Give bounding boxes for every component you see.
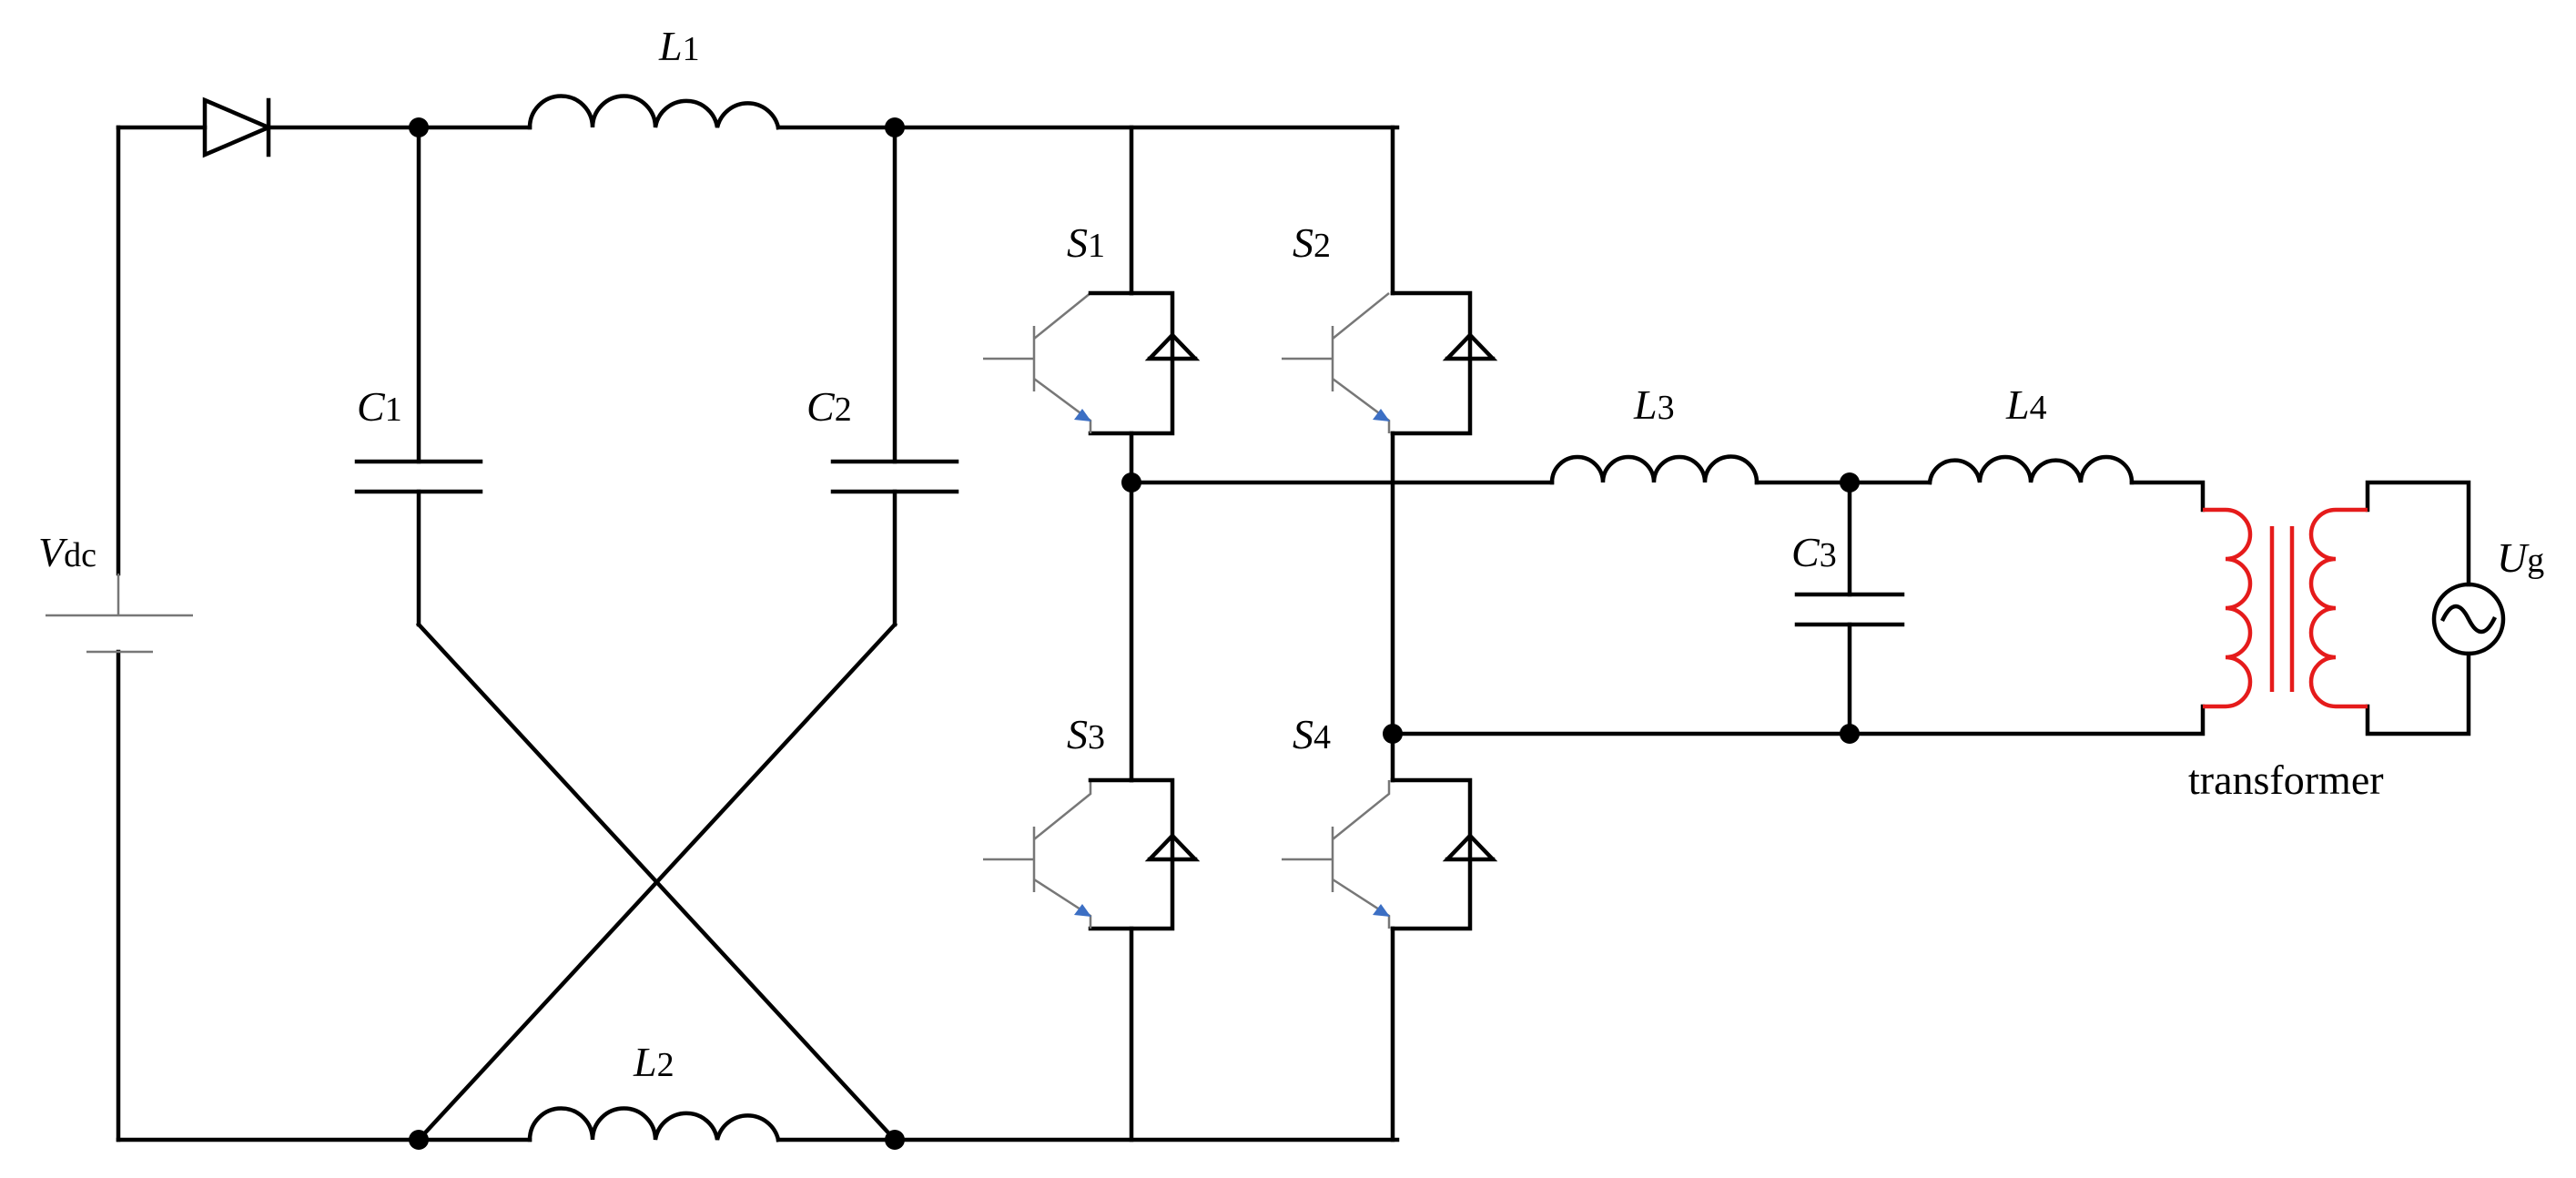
junction-dot	[1840, 724, 1860, 744]
transistor-arrow	[1373, 409, 1390, 421]
label-c3: C3	[1791, 529, 1837, 575]
label-transformer: transformer	[2188, 757, 2384, 803]
labels: Vdc L1 L2 L3 L4 C1 C2 C3 S1 S2 S3 S4 Ug …	[38, 23, 2544, 1085]
junction-dot	[409, 1130, 429, 1150]
label-s4: S4	[1293, 711, 1331, 757]
label-s2: S2	[1293, 219, 1331, 266]
label-l4: L4	[2005, 381, 2047, 428]
inductor-l3	[1549, 454, 1760, 485]
switch-s2	[1282, 290, 1498, 436]
label-vdc: Vdc	[38, 529, 96, 575]
switch-s4	[1282, 777, 1498, 931]
label-l3: L3	[1633, 381, 1675, 428]
junction-dot	[885, 1130, 905, 1150]
ac-source	[2431, 582, 2506, 656]
label-s1: S1	[1067, 219, 1105, 266]
label-ug: Ug	[2497, 534, 2544, 581]
wire-output-top	[1129, 480, 2206, 513]
switch-s3	[983, 777, 1201, 931]
transistor-arrow	[1074, 409, 1091, 421]
label-l1: L1	[658, 23, 700, 69]
input-diode	[202, 96, 274, 158]
label-l2: L2	[633, 1039, 674, 1085]
label-c1: C1	[357, 383, 402, 430]
transformer-secondary	[2308, 507, 2368, 709]
transformer	[2203, 507, 2368, 709]
wires	[116, 125, 2471, 1143]
label-c2: C2	[806, 383, 852, 430]
label-s3: S3	[1067, 711, 1105, 757]
wire-output-bottom	[1390, 704, 2206, 736]
inductor-l4	[1927, 454, 2135, 485]
junction-dot	[1121, 472, 1141, 493]
inductor-l1	[527, 94, 781, 130]
capacitor-c3	[1794, 592, 1905, 627]
capacitor-c1	[354, 459, 483, 494]
junction-dot	[885, 117, 905, 137]
wire-cross-b	[415, 621, 898, 1143]
transformer-primary	[2203, 507, 2253, 709]
junction-dot	[409, 117, 429, 137]
transistor-arrow	[1373, 904, 1390, 917]
wire-grid-side	[2365, 480, 2471, 736]
switch-s1	[983, 290, 1201, 436]
dc-source	[46, 574, 193, 654]
inductor-l2	[527, 1106, 781, 1142]
capacitor-c2	[830, 459, 959, 494]
junction-dots	[409, 117, 1860, 1150]
transistor-arrow	[1074, 904, 1091, 917]
junction-dot	[1840, 472, 1860, 493]
junction-dot	[1383, 724, 1403, 744]
